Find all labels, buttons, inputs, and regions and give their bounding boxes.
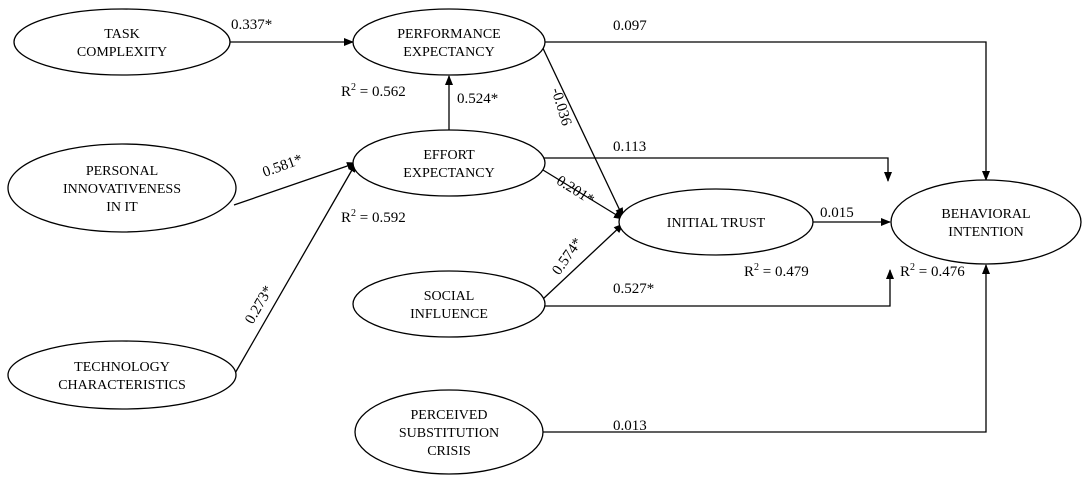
construct-label-crisis: CRISIS (427, 444, 471, 459)
path-arrow-tech-effort (233, 162, 357, 376)
construct-label-effort: EFFORT (423, 148, 475, 163)
path-coefficient-tech-effort: 0.273* (242, 283, 276, 327)
construct-trust: INITIAL TRUST (618, 188, 814, 256)
r-squared-perf: R2 = 0.562 (341, 82, 406, 100)
construct-label-perf: EXPECTANCY (403, 45, 494, 60)
construct-label-innov: INNOVATIVENESS (63, 182, 181, 197)
r-squared-trust: R2 = 0.479 (744, 262, 809, 280)
construct-bi: BEHAVIORAL INTENTION (890, 179, 1082, 265)
construct-ellipse-task (13, 8, 231, 76)
construct-ellipse-innov (7, 143, 237, 233)
construct-label-trust: INITIAL TRUST (667, 216, 766, 231)
construct-label-innov: IN IT (106, 200, 138, 215)
construct-task: TASK COMPLEXITY (13, 8, 231, 76)
r-squared-effort: R2 = 0.592 (341, 208, 406, 226)
construct-crisis: PERCEIVED SUBSTITUTION CRISIS (354, 389, 544, 475)
paths-layer (230, 38, 990, 433)
path-arrow-effort-trust (542, 169, 624, 220)
path-coefficient-social-bi: 0.527* (613, 281, 654, 297)
construct-label-tech: TECHNOLOGY (74, 360, 170, 375)
path-coefficient-effort-trust: 0.201* (553, 173, 596, 208)
path-coefficient-effort-perf: 0.524* (457, 91, 498, 107)
path-arrow-perf-trust (539, 41, 624, 218)
construct-label-tech: CHARACTERISTICS (58, 378, 186, 393)
path-coefficient-innov-effort: 0.581* (261, 152, 305, 181)
construct-label-crisis: PERCEIVED (411, 408, 488, 423)
construct-label-task: TASK (104, 27, 139, 42)
path-coefficient-perf-trust: -0.036 (548, 86, 575, 128)
construct-label-social: SOCIAL (424, 289, 475, 304)
path-arrow-crisis-bi (543, 264, 990, 433)
path-arrow-effort-bi (543, 157, 892, 182)
path-coefficient-task-perf: 0.337* (231, 17, 272, 33)
construct-label-crisis: SUBSTITUTION (399, 426, 499, 441)
path-arrow-social-bi (543, 269, 894, 307)
construct-label-social: INFLUENCE (410, 307, 488, 322)
construct-ellipse-perf (352, 8, 546, 76)
construct-tech: TECHNOLOGY CHARACTERISTICS (7, 340, 237, 410)
construct-perf: PERFORMANCE EXPECTANCY (352, 8, 546, 76)
path-coefficient-crisis-bi: 0.013 (613, 418, 647, 434)
construct-ellipse-trust (618, 188, 814, 256)
construct-ellipse-crisis (354, 389, 544, 475)
path-arrow-innov-effort (233, 162, 357, 206)
construct-label-effort: EXPECTANCY (403, 166, 494, 181)
construct-ellipse-effort (352, 129, 546, 197)
constructs-layer: TASK COMPLEXITY PERFORMANCE EXPECTANCY PERSO… (7, 8, 1082, 475)
construct-ellipse-social (352, 270, 546, 338)
construct-label-innov: PERSONAL (86, 164, 158, 179)
construct-innov: PERSONAL INNOVATIVENESS IN IT (7, 143, 237, 233)
path-arrow-perf-bi (545, 41, 990, 181)
r-squared-bi: R2 = 0.476 (900, 262, 965, 280)
construct-ellipse-tech (7, 340, 237, 410)
path-arrow-social-trust (542, 223, 624, 300)
path-coefficient-effort-bi: 0.113 (613, 139, 646, 155)
construct-label-bi: INTENTION (948, 225, 1023, 240)
construct-social: SOCIAL INFLUENCE (352, 270, 546, 338)
labels-layer: 0.337* 0.097 -0.036 0.524* 0.581* 0.273* 0.113… (231, 17, 965, 434)
path-coefficient-perf-bi: 0.097 (613, 18, 647, 34)
construct-effort: EFFORT EXPECTANCY (352, 129, 546, 197)
construct-label-perf: PERFORMANCE (397, 27, 500, 42)
construct-ellipse-bi (890, 179, 1082, 265)
path-coefficient-trust-bi: 0.015 (820, 205, 854, 221)
construct-label-bi: BEHAVIORAL (941, 207, 1030, 222)
construct-label-task: COMPLEXITY (77, 45, 167, 60)
path-coefficient-social-trust: 0.574* (549, 235, 586, 278)
